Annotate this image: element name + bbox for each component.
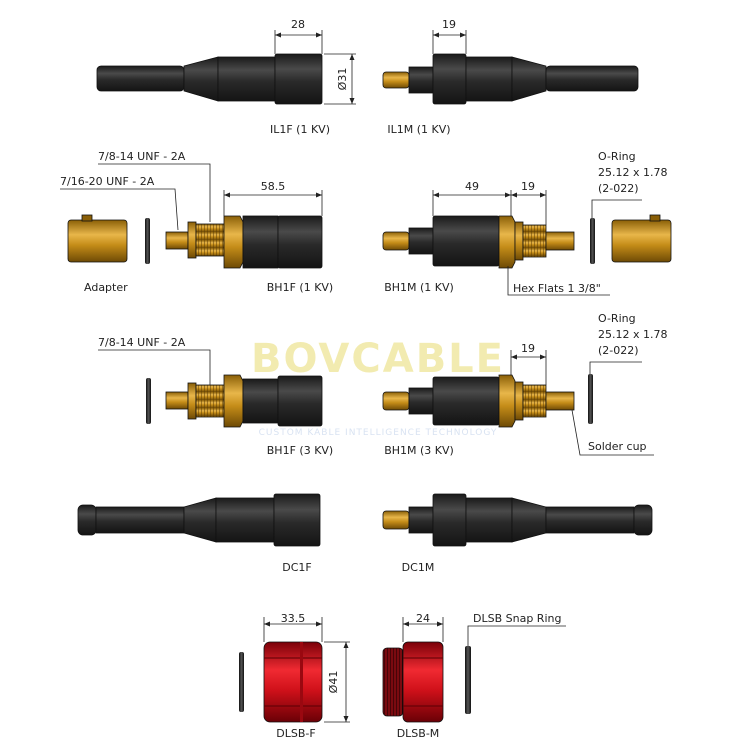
row2-dim-right-b: 19	[521, 180, 535, 193]
dlsb-m-connector	[382, 641, 444, 723]
row1-dim-left: 28	[291, 18, 305, 31]
watermark-brand: BOVCABLE	[251, 336, 505, 382]
dlsb-f-label: DLSB-F	[276, 727, 315, 740]
il1f-label: IL1F (1 KV)	[270, 123, 330, 136]
watermark-tagline: CUSTOM KABLE INTELLIGENCE TECHNOLOGY	[259, 428, 498, 438]
o-ring-right-row2	[590, 218, 595, 264]
row5-dimensions	[263, 617, 566, 723]
il1f-connector	[96, 53, 323, 105]
watermark: BOVCABLE CUSTOM KABLE INTELLIGENCE TECHN…	[251, 336, 505, 438]
row2-oring-title: O-Ring	[598, 150, 636, 163]
row2-dim-left: 58.5	[261, 180, 286, 193]
bh1m-1kv-label: BH1M (1 KV)	[384, 281, 454, 294]
row3-callout-unf: 7/8-14 UNF - 2A	[98, 336, 186, 349]
o-ring-left-row3	[146, 378, 151, 424]
dlsb-f-connector	[263, 641, 323, 723]
bh1f-1kv-label: BH1F (1 KV)	[267, 281, 333, 294]
bh1f-1kv-connector	[165, 215, 323, 269]
row1-dim-right: 19	[442, 18, 456, 31]
adapter-label: Adapter	[84, 281, 128, 294]
adapter-right	[611, 214, 672, 263]
snap-ring-callout: DLSB Snap Ring	[473, 612, 561, 625]
il1m-label: IL1M (1 KV)	[387, 123, 450, 136]
dc1m-connector	[382, 493, 653, 547]
row1-dimensions	[274, 30, 467, 105]
row2-callout-unf-large: 7/8-14 UNF - 2A	[98, 150, 186, 163]
hex-flats-callout: Hex Flats 1 3/8"	[513, 282, 601, 295]
o-ring-right-row3	[588, 374, 593, 424]
row5-dim-diameter: Ø41	[327, 671, 340, 694]
row3-dimensions	[98, 349, 654, 456]
o-ring-left-row2	[145, 218, 150, 264]
bh1f-3kv-label: BH1F (3 KV)	[267, 444, 333, 457]
il1m-connector	[382, 53, 639, 105]
bh1m-3kv-connector	[382, 374, 575, 428]
bh1m-1kv-connector	[382, 215, 575, 269]
row5-dim-left: 33.5	[281, 612, 306, 625]
row5-dim-right: 24	[416, 612, 430, 625]
row3-oring-title: O-Ring	[598, 312, 636, 325]
bh1f-3kv-connector	[165, 374, 323, 428]
row2-dimensions	[60, 163, 642, 296]
row2-callout-unf-small: 7/16-20 UNF - 2A	[60, 175, 155, 188]
row3-oring-code: (2-022)	[598, 344, 639, 357]
row1-dim-diameter: Ø31	[336, 68, 349, 91]
solder-cup-callout: Solder cup	[588, 440, 647, 453]
snap-ring-left	[239, 652, 244, 712]
row2-dim-right-a: 49	[465, 180, 479, 193]
row2-oring-code: (2-022)	[598, 182, 639, 195]
dc1f-label: DC1F	[282, 561, 311, 574]
row2-oring-size: 25.12 x 1.78	[598, 166, 668, 179]
adapter	[67, 214, 128, 263]
dc1f-connector	[77, 493, 321, 547]
dlsb-m-label: DLSB-M	[397, 727, 440, 740]
row3-oring-size: 25.12 x 1.78	[598, 328, 668, 341]
snap-ring-right	[465, 646, 471, 714]
dc1m-label: DC1M	[402, 561, 435, 574]
bh1m-3kv-label: BH1M (3 KV)	[384, 444, 454, 457]
row3-dim-right: 19	[521, 342, 535, 355]
